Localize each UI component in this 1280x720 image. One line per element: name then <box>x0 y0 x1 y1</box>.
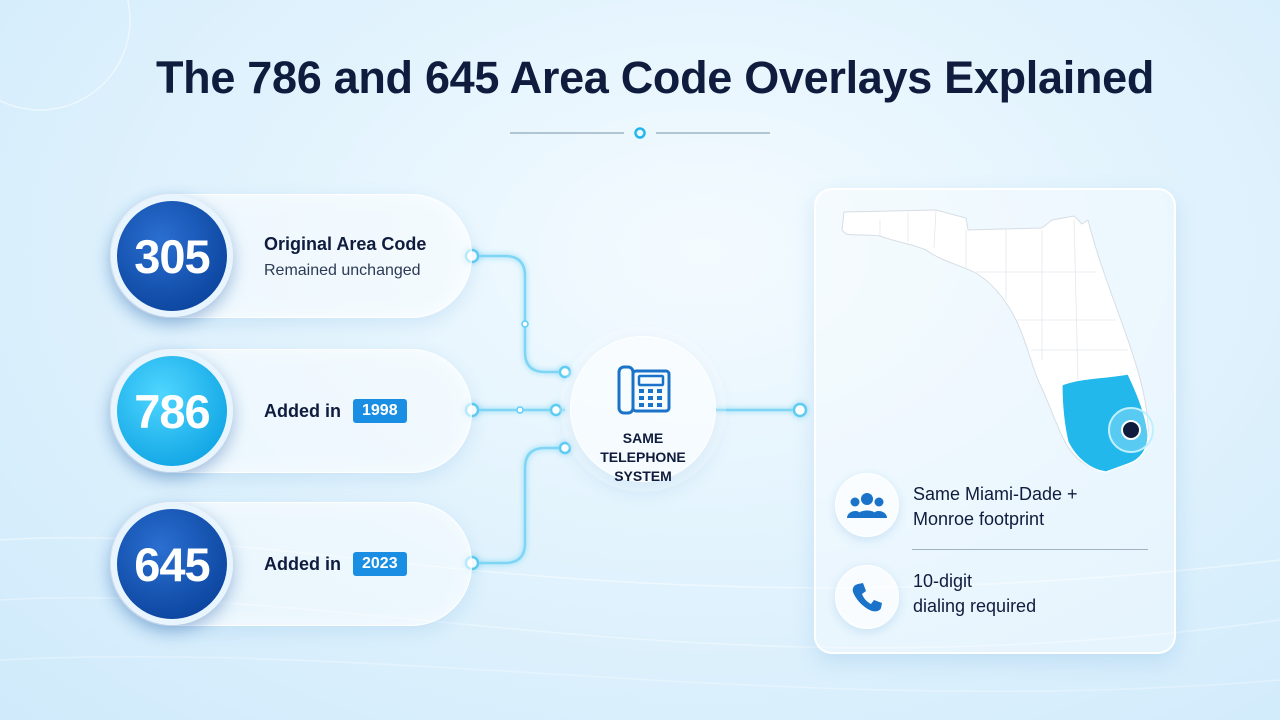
telephone-icon <box>617 365 671 415</box>
title-divider-dot <box>634 127 646 139</box>
connector-node <box>558 441 572 455</box>
info-divider <box>912 549 1148 550</box>
info-dialing: 10-digit dialing required <box>913 571 1037 616</box>
card-subtext: Remained unchanged <box>264 262 421 279</box>
added-row: Added in 1998 <box>264 350 407 472</box>
people-icon <box>847 493 887 518</box>
area-code-645-card: 645 Added in 2023 <box>110 502 472 626</box>
florida-map <box>841 209 1154 473</box>
area-code-786-badge: 786 <box>111 350 233 472</box>
year-badge: 1998 <box>353 399 407 423</box>
added-label: Added in <box>264 400 341 421</box>
page-title: The 786 and 645 Area Code Overlays Expla… <box>155 52 1155 103</box>
added-row: Added in 2023 <box>264 503 407 625</box>
hub-label: SAME TELEPHONE SYSTEM <box>600 430 686 484</box>
area-code-786-card: 786 Added in 1998 <box>110 349 472 473</box>
connector-node <box>549 403 563 417</box>
people-icon-badge <box>835 473 899 537</box>
phone-handset-icon <box>852 583 882 612</box>
area-code-305-card: 305 Original Area Code Remained unchange… <box>110 194 472 318</box>
phone-icon-badge <box>835 565 899 629</box>
telephone-system-hub: SAME TELEPHONE SYSTEM <box>570 336 716 484</box>
year-badge: 2023 <box>353 552 407 576</box>
card-heading: Original Area Code <box>264 234 427 254</box>
area-code-645-badge: 645 <box>111 503 233 625</box>
info-footprint: Same Miami-Dade + Monroe footprint <box>913 484 1078 529</box>
connector-node <box>792 402 808 418</box>
connector-node <box>558 365 572 379</box>
added-label: Added in <box>264 553 341 574</box>
area-code-305-badge: 305 <box>111 195 233 317</box>
